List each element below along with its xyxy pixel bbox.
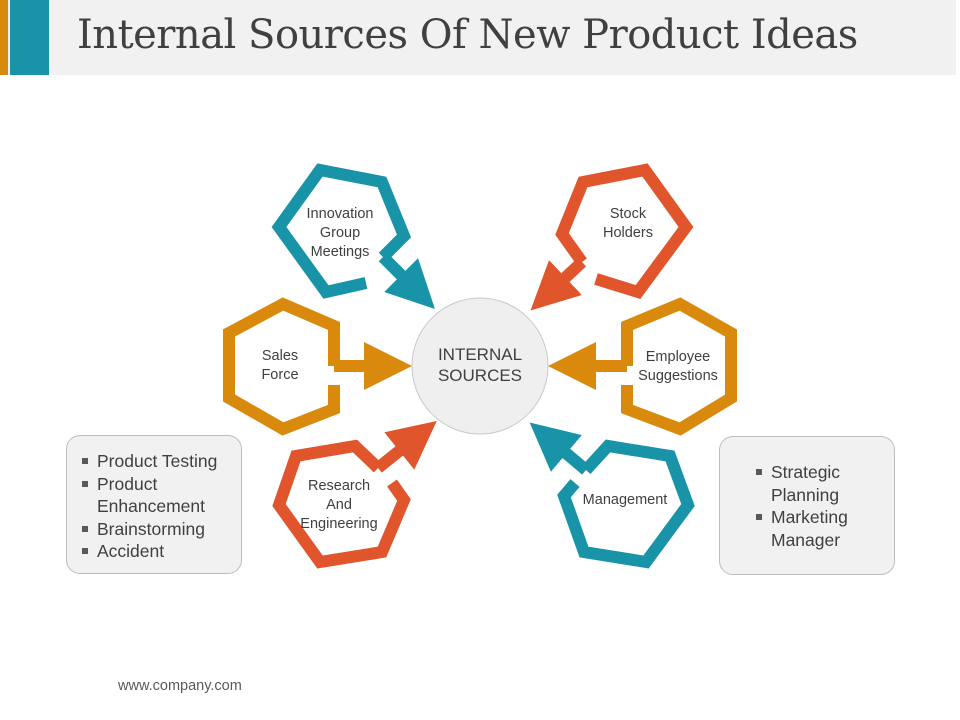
hexagon-stock <box>530 163 694 311</box>
footer-url: www.company.com <box>118 678 242 694</box>
left-info-list: Product Testing Product Enhancement Brai… <box>80 450 241 563</box>
label-line: Employee <box>645 349 711 365</box>
label-line: Research <box>307 478 371 494</box>
label-line: Meetings <box>310 244 370 260</box>
list-item: Product Enhancement <box>80 473 241 518</box>
list-item: Strategic Planning <box>754 461 864 506</box>
list-item: Accident <box>80 540 241 563</box>
accent-bar-orange <box>0 0 8 75</box>
list-item: Marketing Manager <box>754 506 864 551</box>
hexagon-sales <box>223 297 412 436</box>
label-line: Holders <box>603 225 653 241</box>
node-employee-label: Employee Suggestions <box>628 348 728 386</box>
left-info-box: Product Testing Product Enhancement Brai… <box>66 435 242 574</box>
node-stock-label: Stock Holders <box>578 205 678 243</box>
label-line: Engineering <box>300 516 378 532</box>
hexagon-research <box>272 421 437 569</box>
label-line: Sales <box>261 348 299 364</box>
list-item: Product Testing <box>80 450 241 473</box>
label-line: Management <box>582 492 668 508</box>
hexagon-innovation <box>271 163 435 309</box>
list-item: Brainstorming <box>80 518 241 541</box>
label-line: Force <box>261 367 299 383</box>
right-info-box: Strategic Planning Marketing Manager <box>719 436 895 575</box>
center-label: INTERNAL SOURCES <box>410 344 550 386</box>
title-banner <box>0 0 956 75</box>
node-management-label: Management <box>570 491 680 510</box>
page-title: Internal Sources Of New Product Ideas <box>77 12 858 58</box>
label-line: Innovation <box>306 206 374 222</box>
label-line: And <box>326 497 352 513</box>
label-line: Stock <box>609 206 647 222</box>
node-innovation-label: Innovation Group Meetings <box>290 205 390 262</box>
accent-bar-teal <box>10 0 49 75</box>
hexagon-management <box>529 422 695 569</box>
node-research-label: Research And Engineering <box>289 477 389 534</box>
hexagon-employee <box>548 297 737 436</box>
label-line: Group <box>319 225 361 241</box>
center-label-line2: SOURCES <box>437 366 523 385</box>
center-label-line1: INTERNAL <box>437 345 523 364</box>
node-sales-label: Sales Force <box>240 347 320 385</box>
right-info-list: Strategic Planning Marketing Manager <box>754 461 864 551</box>
label-line: Suggestions <box>638 368 718 384</box>
